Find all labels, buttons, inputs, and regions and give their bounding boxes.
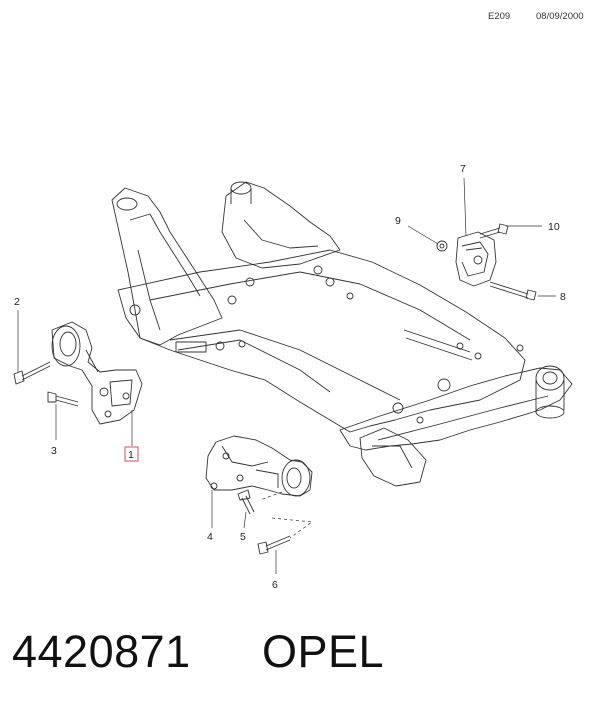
bolt-6 [257, 535, 291, 555]
rear-engine-mount [51, 321, 143, 425]
subframe [111, 181, 573, 487]
callout-4: 4 [207, 531, 213, 543]
mount-bracket [455, 231, 497, 287]
part-number: 4420871 [12, 626, 191, 677]
callout-10: 10 [548, 221, 560, 233]
bolt-2 [13, 361, 51, 385]
diagram-code: E209 [488, 11, 511, 22]
brand-name: OPEL [262, 626, 385, 677]
leader-lines [17, 177, 556, 574]
bolt-3 [47, 391, 79, 407]
bolt-10 [479, 223, 509, 239]
callout-8: 8 [560, 291, 566, 303]
front-engine-mount [205, 435, 313, 497]
callout-3: 3 [51, 445, 57, 457]
callout-1: 1 [128, 449, 134, 461]
bolt-8 [489, 281, 537, 301]
nut-9 [436, 240, 448, 252]
callout-1-highlight-box [124, 446, 139, 462]
callout-6: 6 [272, 579, 278, 591]
callout-7: 7 [460, 163, 466, 175]
bolt-5 [237, 489, 255, 515]
callout-5: 5 [240, 531, 246, 543]
callout-9: 9 [395, 215, 401, 227]
diagram-date: 08/09/2000 [536, 11, 584, 22]
callout-2: 2 [14, 296, 20, 308]
